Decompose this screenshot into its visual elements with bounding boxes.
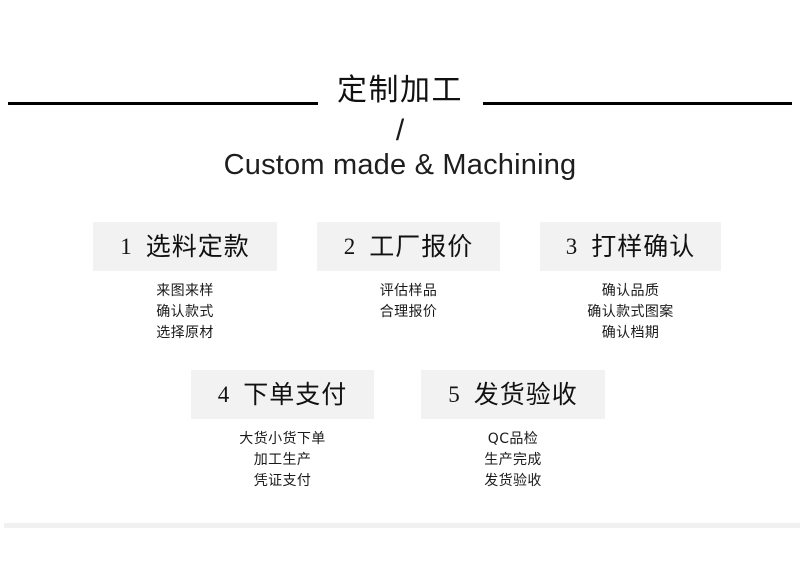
step-4-header: 4 下单支付 [191, 370, 374, 419]
step-1-detail-line: 来图来样 [156, 283, 214, 299]
page-title-chinese: 定制加工 [337, 73, 463, 108]
step-3-detail-line: 确认款式图案 [587, 304, 674, 320]
page-title-english: Custom made & Machining [223, 149, 577, 181]
title-rule-right [483, 102, 792, 105]
step-5-detail-line: 生产完成 [484, 452, 542, 468]
header-section: 定制加工 / Custom made & Machining [0, 34, 800, 181]
title-rule-left [8, 102, 318, 105]
step-4-title: 下单支付 [243, 380, 348, 409]
step-card-5: 5 发货验收 QC品检 生产完成 发货验收 [421, 370, 605, 492]
title-separator-slash: / [395, 114, 405, 147]
step-card-2: 2 工厂报价 评估样品 合理报价 [317, 222, 500, 323]
step-2-header: 2 工厂报价 [317, 222, 500, 271]
step-card-4: 4 下单支付 大货小货下单 加工生产 凭证支付 [191, 370, 374, 492]
footer-divider-band [4, 523, 800, 528]
step-2-title: 工厂报价 [369, 232, 474, 261]
step-1-title: 选料定款 [145, 232, 250, 261]
step-3-number: 3 [565, 234, 578, 259]
step-1-detail-line: 选择原材 [156, 325, 214, 341]
step-2-number: 2 [343, 234, 356, 259]
step-1-number: 1 [120, 234, 132, 259]
step-5-title: 发货验收 [473, 380, 578, 409]
step-3-header: 3 打样确认 [540, 222, 721, 271]
step-3-details: 确认品质 确认款式图案 确认档期 [540, 281, 721, 344]
step-1-detail-line: 确认款式 [156, 304, 214, 320]
step-5-detail-line: QC品检 [487, 431, 539, 447]
step-2-details: 评估样品 合理报价 [317, 281, 500, 323]
step-1-details: 来图来样 确认款式 选择原材 [93, 281, 277, 344]
step-4-detail-line: 加工生产 [253, 452, 312, 468]
step-card-1: 1 选料定款 来图来样 确认款式 选择原材 [93, 222, 277, 344]
step-1-header: 1 选料定款 [93, 222, 277, 271]
step-5-detail-line: 发货验收 [484, 473, 542, 489]
step-4-number: 4 [217, 382, 230, 407]
step-4-details: 大货小货下单 加工生产 凭证支付 [191, 429, 374, 492]
step-3-title: 打样确认 [591, 232, 696, 261]
step-4-detail-line: 大货小货下单 [239, 431, 326, 447]
step-2-detail-line: 合理报价 [379, 304, 438, 320]
step-5-details: QC品检 生产完成 发货验收 [421, 429, 605, 492]
step-4-detail-line: 凭证支付 [253, 473, 312, 489]
step-card-3: 3 打样确认 确认品质 确认款式图案 确认档期 [540, 222, 721, 344]
step-2-detail-line: 评估样品 [379, 283, 438, 299]
step-5-number: 5 [448, 382, 460, 407]
step-5-header: 5 发货验收 [421, 370, 605, 419]
step-3-detail-line: 确认档期 [601, 325, 660, 341]
step-3-detail-line: 确认品质 [601, 283, 660, 299]
